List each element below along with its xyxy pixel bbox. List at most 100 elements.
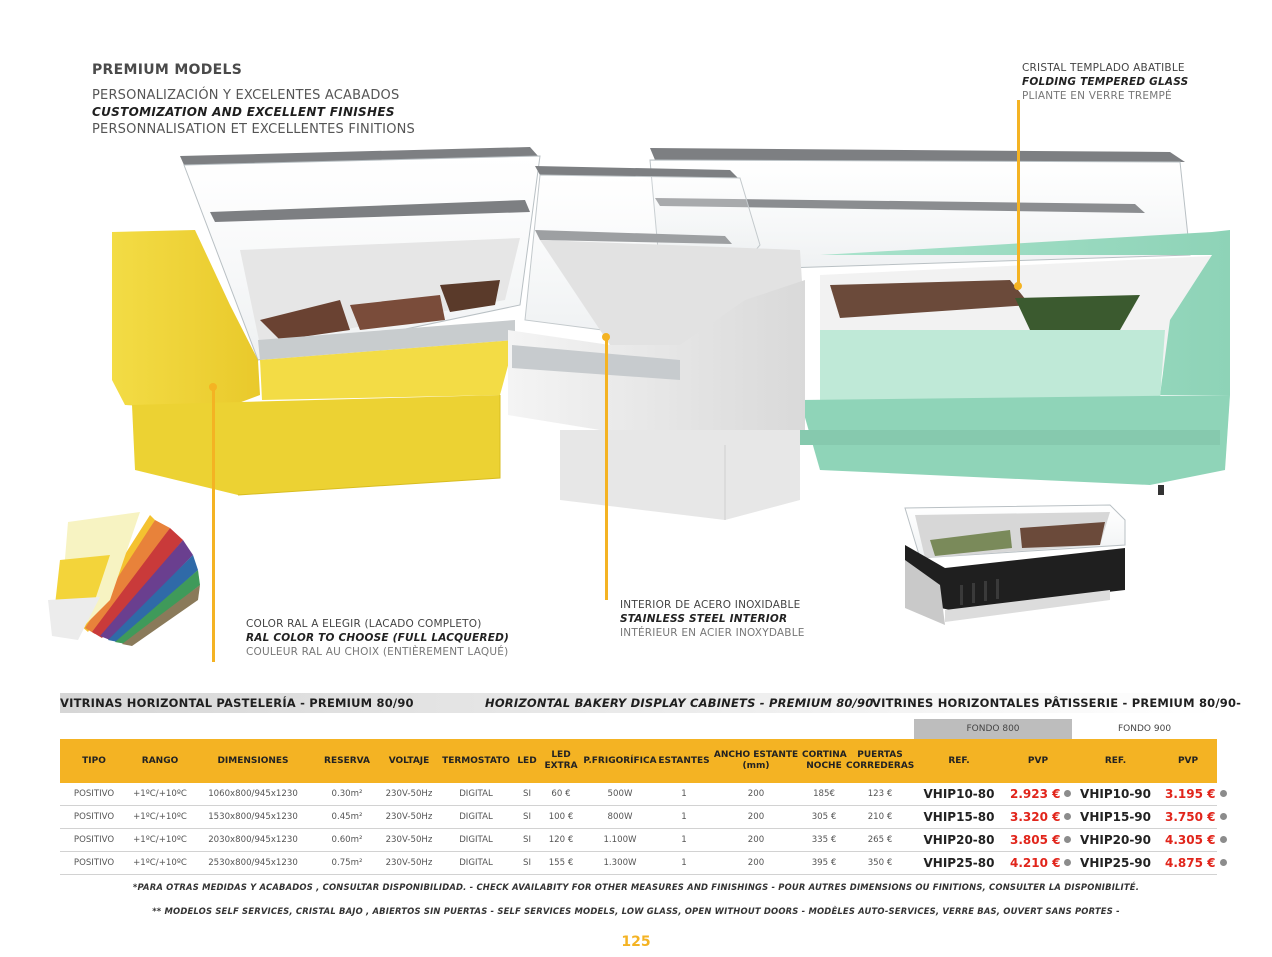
col-pvp-900: PVP <box>1159 739 1218 783</box>
ral-callout: COLOR RAL A ELEGIR (LACADO COMPLETO) RAL… <box>246 617 509 659</box>
section-title-bar: VITRINAS HORIZONTAL PASTELERÍA - PREMIUM… <box>60 693 1241 713</box>
price-table: FONDO 800 FONDO 900 TIPO RANGO DIMENSION… <box>60 719 1227 875</box>
col-cortina-line2: NOCHE <box>806 761 842 771</box>
cell-frig: 800W <box>582 805 658 829</box>
bullet-icon <box>1064 859 1072 866</box>
col-led-extra-line1: LED <box>551 750 571 760</box>
cell-ref900: VHIP25-90 <box>1072 851 1160 875</box>
section-title-es: VITRINAS HORIZONTAL PASTELERÍA - PREMIUM… <box>60 696 414 710</box>
cell-puertas: 265 € <box>846 828 914 852</box>
ral-callout-es: COLOR RAL A ELEGIR (LACADO COMPLETO) <box>246 618 482 630</box>
ral-color-fan <box>48 512 200 646</box>
price-value: 4.305 € <box>1165 833 1216 847</box>
cell-frig: 500W <box>582 783 658 806</box>
cell-pvp900: 4.305 € <box>1159 828 1227 852</box>
cell-rango: +1ºC/+10ºC <box>128 851 192 875</box>
section-title-fr: VITRINES HORIZONTALES PÂTISSERIE - PREMI… <box>872 696 1242 710</box>
cell-ancho: 200 <box>710 783 802 806</box>
cell-ref800: VHIP15-80 <box>914 805 1004 829</box>
mint-display-cabinet <box>649 148 1230 495</box>
col-led: LED <box>514 739 540 783</box>
cell-dim: 2530x800/945x1230 <box>192 851 314 875</box>
cell-voltaje: 230V-50Hz <box>380 828 438 852</box>
glass-callout-fr: PLIANTE EN VERRE TREMPÉ <box>1022 90 1172 102</box>
cell-puertas: 210 € <box>846 805 914 829</box>
cell-estantes: 1 <box>658 851 710 875</box>
cell-ref900: VHIP10-90 <box>1072 783 1160 806</box>
cell-cortina: 335 € <box>802 828 846 852</box>
price-value: 2.923 € <box>1010 787 1061 801</box>
bullet-icon <box>1064 836 1072 843</box>
cell-led_extra: 155 € <box>540 851 582 875</box>
cell-puertas: 123 € <box>846 783 914 806</box>
cell-led: SI <box>514 828 540 852</box>
cell-led_extra: 100 € <box>540 805 582 829</box>
glass-callout-line <box>1017 100 1020 286</box>
steel-callout-dot <box>602 333 610 341</box>
cell-estantes: 1 <box>658 783 710 806</box>
subtitle-es: PERSONALIZACIÓN Y EXCELENTES ACABADOS <box>92 88 400 103</box>
cell-pvp900: 4.875 € <box>1159 851 1227 875</box>
cell-voltaje: 230V-50Hz <box>380 805 438 829</box>
cell-pvp900: 3.195 € <box>1159 783 1227 806</box>
cell-tipo: POSITIVO <box>60 805 128 829</box>
cell-dim: 1060x800/945x1230 <box>192 783 314 806</box>
fondo-900-label: FONDO 900 <box>1072 719 1218 739</box>
col-dimensiones: DIMENSIONES <box>192 739 314 783</box>
bullet-icon <box>1219 813 1227 820</box>
cell-reserva: 0.30m² <box>314 783 380 806</box>
cell-ref800: VHIP10-80 <box>914 783 1004 806</box>
col-ancho-line1: ANCHO ESTANTE <box>713 750 799 760</box>
cell-tipo: POSITIVO <box>60 828 128 852</box>
cell-frig: 1.100W <box>582 828 658 852</box>
product-illustration <box>48 100 1230 662</box>
bullet-icon <box>1219 790 1227 797</box>
col-voltaje: VOLTAJE <box>380 739 438 783</box>
price-value: 3.320 € <box>1010 810 1061 824</box>
col-cortina-line1: CORTINA <box>802 750 847 760</box>
col-ref-900: REF. <box>1072 739 1160 783</box>
bullet-icon <box>1219 859 1227 866</box>
price-value: 3.750 € <box>1165 810 1216 824</box>
col-pvp-800: PVP <box>1004 739 1073 783</box>
col-tipo: TIPO <box>60 739 128 783</box>
ral-callout-en: RAL COLOR TO CHOOSE (FULL LACQUERED) <box>246 632 509 644</box>
subtitle-en: CUSTOMIZATION AND EXCELLENT FINISHES <box>92 105 395 119</box>
footnote-measures: *PARA OTRAS MEDIDAS Y ACABADOS , CONSULT… <box>132 882 1140 892</box>
footnote-self-service: ** MODELOS SELF SERVICES, CRISTAL BAJO ,… <box>152 906 1120 916</box>
page-title: PREMIUM MODELS <box>92 62 243 78</box>
cell-dim: 1530x800/945x1230 <box>192 805 314 829</box>
col-puertas-line1: PUERTAS <box>857 750 903 760</box>
steel-callout-fr: INTÉRIEUR EN ACIER INOXYDABLE <box>620 627 805 639</box>
cell-tipo: POSITIVO <box>60 851 128 875</box>
price-value: 4.210 € <box>1010 856 1061 870</box>
col-ancho-line2: (mm) <box>742 761 770 771</box>
white-display-cabinet <box>508 166 805 520</box>
cell-ref900: VHIP15-90 <box>1072 805 1160 829</box>
cell-termostato: DIGITAL <box>438 783 514 806</box>
col-reserva: RESERVA <box>314 739 380 783</box>
fondo-800-label: FONDO 800 <box>914 719 1073 739</box>
cell-pvp800: 3.805 € <box>1004 828 1073 852</box>
col-ancho: ANCHO ESTANTE(mm) <box>710 739 802 783</box>
cell-puertas: 350 € <box>846 851 914 875</box>
self-service-cabinet-thumbnail <box>904 504 1126 625</box>
cell-voltaje: 230V-50Hz <box>380 783 438 806</box>
premium-heading-block: PREMIUM MODELS PERSONALIZACIÓN Y EXCELEN… <box>92 62 415 138</box>
price-value: 3.195 € <box>1165 787 1216 801</box>
cell-led_extra: 60 € <box>540 783 582 806</box>
ral-callout-dot <box>209 383 217 391</box>
glass-callout: CRISTAL TEMPLADO ABATIBLE FOLDING TEMPER… <box>1022 61 1188 103</box>
yellow-display-cabinet <box>112 147 541 496</box>
cell-ref900: VHIP20-90 <box>1072 828 1160 852</box>
cell-rango: +1ºC/+10ºC <box>128 828 192 852</box>
cell-pvp900: 3.750 € <box>1159 805 1227 829</box>
ral-callout-line <box>212 386 215 662</box>
steel-callout-line <box>605 336 608 600</box>
steel-callout-es: INTERIOR DE ACERO INOXIDABLE <box>620 599 801 611</box>
